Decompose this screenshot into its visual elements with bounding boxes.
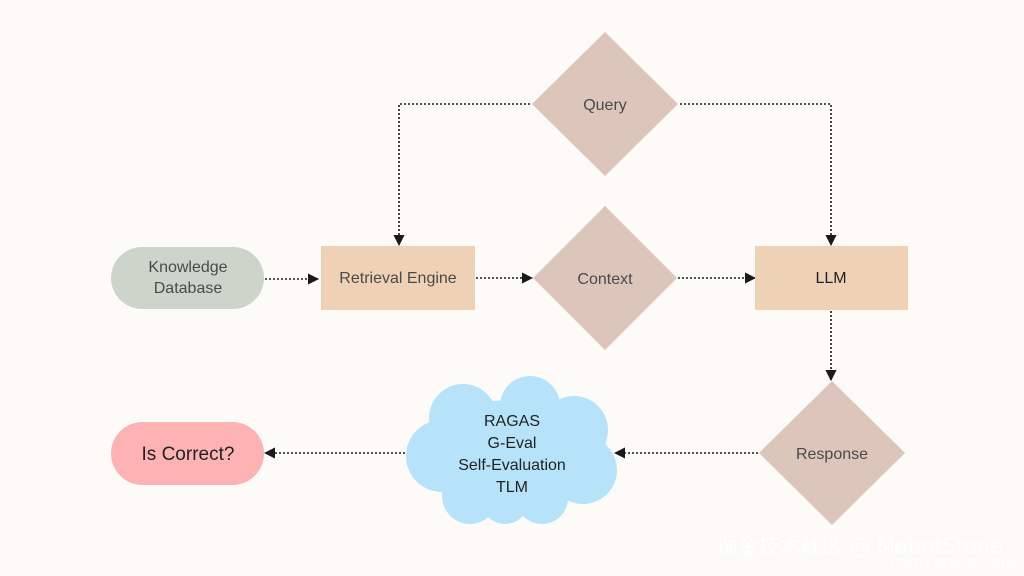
evaluators-cloud-shape	[406, 376, 617, 524]
is-correct-node: Is Correct?	[111, 422, 264, 485]
knowledge-database-shape	[111, 247, 264, 309]
response-label: Response	[796, 446, 868, 463]
context-label: Context	[577, 271, 633, 288]
connector-query-to-llm	[680, 103, 837, 247]
watermark-primary: 掘金技术社区 @ MobotStone	[717, 534, 1003, 558]
evaluator-g-eval: G-Eval	[488, 435, 537, 452]
llm-label: LLM	[815, 270, 846, 287]
evaluator-tlm: TLM	[496, 479, 528, 496]
query-label: Query	[583, 97, 627, 114]
query-node: Query	[532, 32, 678, 176]
evaluator-self-evaluation: Self-Evaluation	[458, 457, 566, 474]
llm-shape	[755, 246, 908, 310]
is-correct-label: Is Correct?	[142, 444, 235, 465]
is-correct-shape	[111, 422, 264, 485]
watermark-secondary: CSDN @程序学到昏	[890, 557, 1018, 573]
context-diamond-shape	[533, 206, 677, 350]
llm-node: LLM	[755, 246, 908, 310]
retrieval-engine-label: Retrieval Engine	[339, 270, 457, 287]
knowledge-database-node: Knowledge Database	[111, 247, 264, 309]
evaluators-node: RAGAS G-Eval Self-Evaluation TLM	[406, 376, 617, 524]
evaluator-ragas: RAGAS	[484, 413, 540, 430]
retrieval-engine-shape	[321, 246, 475, 310]
response-diamond-shape	[759, 381, 905, 525]
response-node: Response	[759, 381, 905, 525]
context-node: Context	[533, 206, 677, 350]
knowledge-database-label-line2: Database	[154, 280, 223, 297]
connectors	[263, 103, 837, 459]
query-diamond-shape	[532, 32, 678, 176]
knowledge-database-label-line1: Knowledge	[148, 259, 227, 276]
connector-query-to-retrieval	[393, 103, 530, 247]
retrieval-engine-node: Retrieval Engine	[321, 246, 475, 310]
